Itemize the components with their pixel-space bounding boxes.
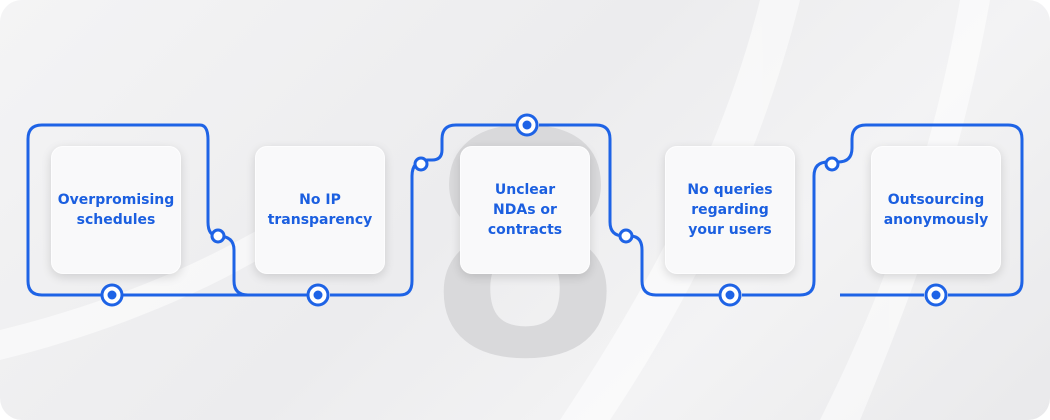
node-large-2	[306, 283, 330, 307]
step-card-1: Overpromising schedules	[51, 146, 181, 274]
node-large-3	[515, 113, 539, 137]
step-label-1: Overpromising schedules	[57, 192, 175, 228]
step-label-2: No IP transparency	[267, 192, 373, 228]
step-card-4: No queries regarding your users	[665, 146, 795, 274]
node-large-4	[718, 283, 742, 307]
node-small-2	[413, 156, 429, 172]
step-card-5: Outsourcing anonymously	[871, 146, 1001, 274]
node-large-5	[924, 283, 948, 307]
step-card-3: Unclear NDAs or contracts	[460, 146, 590, 274]
node-small-1	[210, 228, 226, 244]
node-small-3	[618, 228, 634, 244]
background-streaks	[0, 0, 990, 420]
node-large-1	[100, 283, 124, 307]
node-small-4	[824, 156, 840, 172]
step-label-4: No queries regarding your users	[687, 182, 773, 238]
step-label-5: Outsourcing anonymously	[883, 192, 989, 228]
step-card-2: No IP transparency	[255, 146, 385, 274]
step-label-3: Unclear NDAs or contracts	[487, 182, 563, 238]
